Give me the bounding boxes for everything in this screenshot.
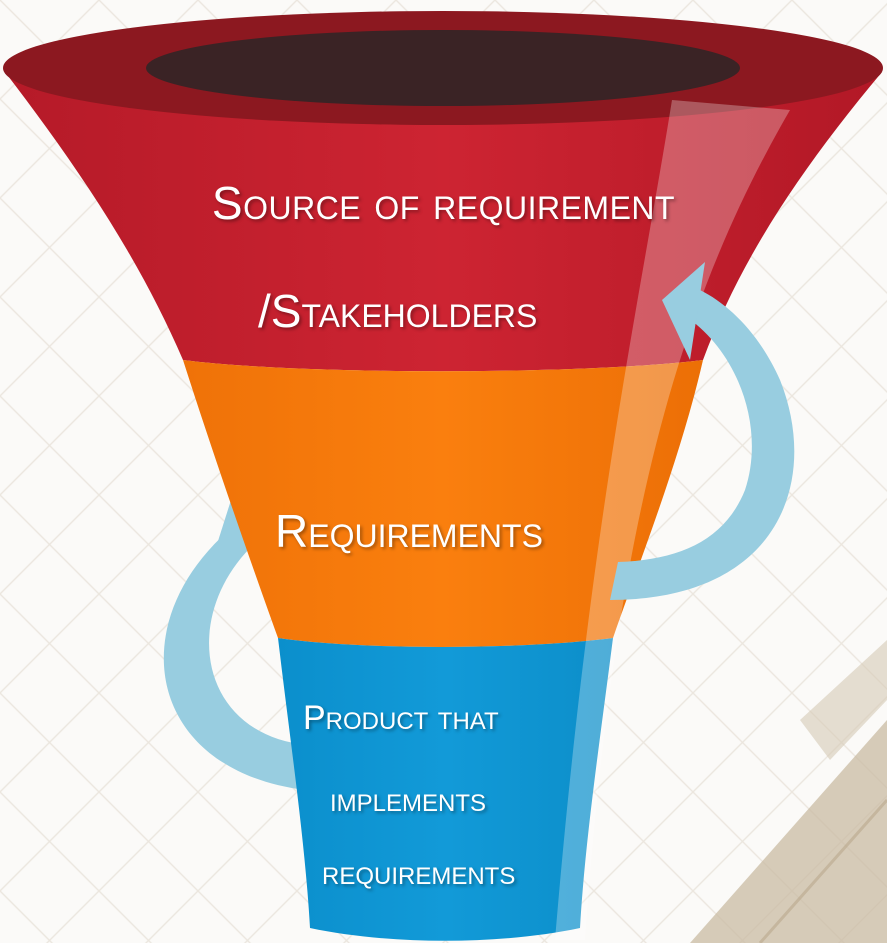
bottom-stage-shape xyxy=(278,638,613,941)
top-stage-shape xyxy=(5,72,882,372)
middle-stage-label: Requirements xyxy=(275,505,543,557)
top-stage-label-line2: /Stakeholders xyxy=(258,285,538,337)
middle-stage-shape xyxy=(183,360,703,647)
gloss-highlight xyxy=(555,100,790,940)
funnel-opening xyxy=(146,30,740,106)
background-decoration xyxy=(690,640,887,943)
bottom-stage-label-line1: Product that xyxy=(303,699,499,737)
bottom-stage-label-line3: requirements xyxy=(322,854,516,892)
bottom-stage-label-line2: implements xyxy=(330,781,487,819)
funnel-body xyxy=(3,11,883,941)
right-cycle-arrow xyxy=(610,262,795,600)
top-stage-label-line1: Source of requirement xyxy=(211,177,676,229)
